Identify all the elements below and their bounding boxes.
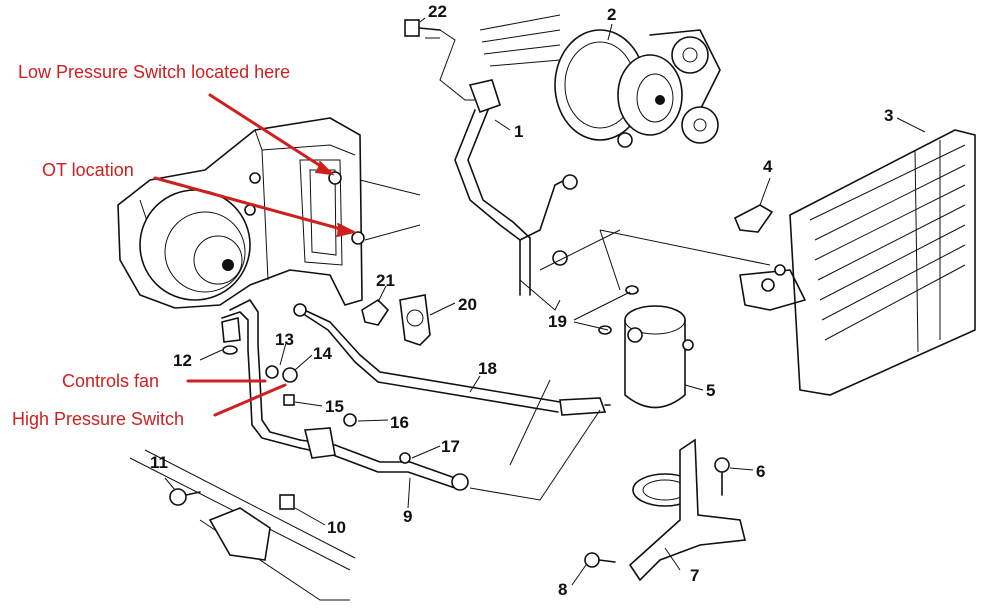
callout-2: 2	[607, 5, 616, 24]
callout-16: 16	[390, 413, 409, 432]
callout-12: 12	[173, 351, 192, 370]
callout-15: 15	[325, 397, 344, 416]
callout-leaders	[164, 17, 926, 586]
ot-location-arrow	[153, 176, 354, 234]
callout-8: 8	[558, 580, 567, 599]
callout-13: 13	[275, 330, 294, 349]
liquid-line-assembly	[221, 299, 469, 491]
controls-fan-annotation: Controls fan	[62, 371, 160, 391]
low-pressure-arrow	[208, 93, 332, 174]
bolt-22	[404, 19, 480, 101]
hose-assembly-1	[454, 79, 578, 296]
receiver-drier	[624, 305, 694, 409]
evaporator-housing	[117, 117, 421, 309]
callout-5: 5	[706, 381, 715, 400]
callout-11: 11	[150, 453, 168, 472]
ot-location-annotation: OT location	[42, 160, 134, 180]
callout-19: 19	[548, 312, 567, 331]
bracket-20	[399, 294, 431, 346]
condenser	[739, 129, 976, 396]
lower-panel	[129, 449, 356, 601]
callout-6: 6	[756, 462, 765, 481]
clip-21	[361, 298, 390, 326]
callout-9: 9	[403, 507, 412, 526]
callout-4: 4	[763, 157, 773, 176]
leader-lines	[425, 37, 771, 501]
callout-10: 10	[327, 518, 346, 537]
clip-4	[733, 204, 774, 233]
red-annotation-lines	[153, 93, 357, 417]
high-pressure-switch-annotation: High Pressure Switch	[12, 409, 185, 429]
hose-18	[293, 303, 611, 416]
o-rings-19	[598, 285, 639, 335]
callout-3: 3	[884, 106, 893, 125]
high-pressure-arrow	[213, 383, 287, 417]
callout-14: 14	[313, 344, 332, 363]
callout-18: 18	[478, 359, 497, 378]
part-number-labels: 1 2 3 4 5 6 7 8 9 10 11 12 13 14 15 16 1…	[150, 2, 893, 599]
callout-20: 20	[458, 295, 477, 314]
callout-1: 1	[514, 122, 523, 141]
low-pressure-switch-annotation: Low Pressure Switch located here	[18, 62, 291, 82]
callout-22: 22	[428, 2, 447, 21]
callout-21: 21	[376, 271, 395, 290]
callout-7: 7	[690, 566, 699, 585]
bracket-7	[584, 438, 746, 582]
callout-17: 17	[441, 437, 460, 456]
compressor	[479, 14, 721, 148]
